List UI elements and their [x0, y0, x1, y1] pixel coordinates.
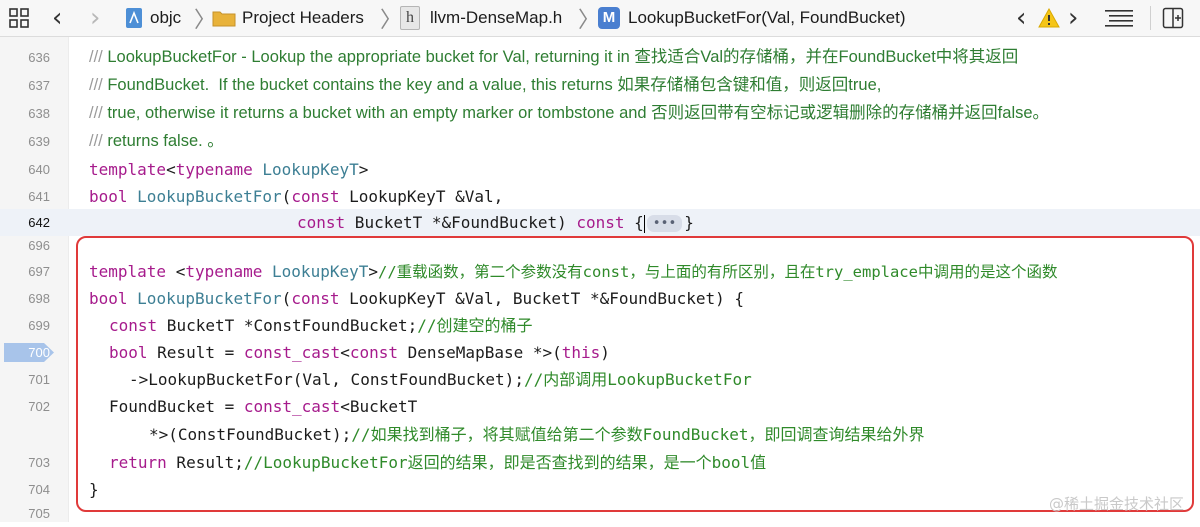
line-number: 697 — [28, 264, 50, 279]
line-number: 704 — [28, 482, 50, 497]
chevron-right-icon: 〉 — [194, 8, 217, 33]
line-number: 705 — [28, 506, 50, 521]
next-issue-icon[interactable]: › — [1068, 3, 1079, 33]
breadcrumb-group-label: Project Headers — [242, 8, 364, 27]
code-line[interactable]: 699 const BucketT *ConstFoundBucket;//创建… — [0, 312, 1200, 339]
line-number: 639 — [28, 134, 50, 149]
breadcrumb-project[interactable]: objc — [124, 0, 181, 36]
breadcrumb-method-label: LookupBucketFor(Val, FoundBucket) — [628, 8, 906, 27]
code-line[interactable]: 704 } — [0, 476, 1200, 503]
code-line[interactable]: 700 bool Result = const_cast<const Dense… — [0, 339, 1200, 366]
code-text: FoundBucket = const_cast<BucketT — [109, 397, 418, 416]
code-text: ->LookupBucketFor(Val, ConstFoundBucket)… — [129, 370, 752, 389]
line-number: 637 — [28, 78, 50, 93]
text-cursor — [643, 214, 645, 233]
current-code-line[interactable]: 642 const BucketT *&FoundBucket) const {… — [0, 209, 1200, 236]
code-text: return Result;//LookupBucketFor返回的结果，即是否… — [109, 453, 767, 472]
code-text: bool LookupBucketFor(const LookupKeyT &V… — [89, 289, 745, 308]
line-number: 700 — [28, 345, 50, 360]
code-text: template <typename LookupKeyT>//重载函数，第二个… — [89, 262, 1058, 281]
code-line[interactable]: 639 /// returns false. 。 — [0, 128, 1200, 155]
code-line[interactable]: 705 — [0, 500, 1200, 527]
doc-comment: /// LookupBucketFor - Lookup the appropr… — [89, 48, 1019, 66]
back-arrow-icon[interactable]: ‹ — [52, 3, 63, 33]
code-text: const BucketT *&FoundBucket) const {•••} — [297, 213, 694, 233]
folded-code-ellipsis[interactable]: ••• — [646, 215, 683, 232]
jump-bar: ‹ › objc 〉 Project Headers 〉 h llvm-Dens… — [0, 0, 1200, 37]
code-line[interactable]: 640 template<typename LookupKeyT> — [0, 156, 1200, 183]
code-line[interactable]: 636 /// LookupBucketFor - Lookup the app… — [0, 44, 1200, 71]
code-text: template<typename LookupKeyT> — [89, 160, 369, 179]
doc-comment: /// FoundBucket. If the bucket contains … — [89, 76, 882, 94]
code-text: bool Result = const_cast<const DenseMapB… — [109, 343, 610, 362]
warning-icon[interactable] — [1038, 0, 1060, 36]
line-number-gutter[interactable] — [0, 37, 69, 522]
watermark: @稀土掘金技术社区 — [1048, 495, 1184, 513]
breadcrumb-file[interactable]: h llvm-DenseMap.h — [400, 0, 562, 36]
code-line-wrapped[interactable]: *>(ConstFoundBucket);//如果找到桶子，将其赋值给第二个参数… — [0, 421, 1200, 448]
doc-comment: /// returns false. 。 — [89, 132, 224, 150]
line-number: 636 — [28, 50, 50, 65]
code-line[interactable]: 697 template <typename LookupKeyT>//重载函数… — [0, 258, 1200, 285]
code-line[interactable]: 703 return Result;//LookupBucketFor返回的结果… — [0, 449, 1200, 476]
header-file-icon: h — [400, 6, 420, 30]
breadcrumb-file-label: llvm-DenseMap.h — [430, 8, 563, 27]
code-line[interactable]: 701 ->LookupBucketFor(Val, ConstFoundBuc… — [0, 366, 1200, 393]
code-text: const BucketT *ConstFoundBucket;//创建空的桶子 — [109, 316, 533, 335]
add-editor-icon[interactable] — [1162, 0, 1184, 36]
line-number: 640 — [28, 162, 50, 177]
chevron-right-icon: 〉 — [380, 8, 403, 33]
line-number: 703 — [28, 455, 50, 470]
folder-icon — [212, 8, 236, 28]
breadcrumb-project-label: objc — [150, 8, 182, 27]
breakpoint-marker[interactable] — [4, 343, 54, 362]
code-text: *>(ConstFoundBucket);//如果找到桶子，将其赋值给第二个参数… — [149, 425, 925, 444]
line-number: 638 — [28, 106, 50, 121]
code-editor[interactable]: 636 /// LookupBucketFor - Lookup the app… — [0, 37, 1200, 522]
related-items-grid-icon[interactable] — [8, 0, 30, 36]
line-number: 699 — [28, 318, 50, 333]
breadcrumb-group[interactable]: Project Headers — [212, 0, 364, 36]
line-number: 702 — [28, 399, 50, 414]
forward-arrow-icon[interactable]: › — [90, 3, 101, 33]
code-line[interactable]: 702 FoundBucket = const_cast<BucketT — [0, 393, 1200, 420]
code-line[interactable]: 696 — [0, 232, 1200, 259]
code-text: } — [89, 480, 99, 499]
line-number: 696 — [28, 238, 50, 253]
doc-comment: /// true, otherwise it returns a bucket … — [89, 104, 1050, 122]
code-line[interactable]: 641 bool LookupBucketFor(const LookupKey… — [0, 183, 1200, 210]
code-line[interactable]: 698 bool LookupBucketFor(const LookupKey… — [0, 285, 1200, 312]
line-number: 701 — [28, 372, 50, 387]
line-number: 698 — [28, 291, 50, 306]
breadcrumb-method[interactable]: M LookupBucketFor(Val, FoundBucket) — [598, 0, 906, 36]
method-icon: M — [598, 7, 620, 29]
code-line[interactable]: 637 /// FoundBucket. If the bucket conta… — [0, 72, 1200, 99]
line-number: 642 — [28, 215, 50, 230]
toolbar-divider — [1150, 6, 1151, 30]
project-icon — [124, 7, 144, 29]
highlight-annotation-box — [76, 236, 1194, 512]
line-number: 641 — [28, 189, 50, 204]
code-text: bool LookupBucketFor(const LookupKeyT &V… — [89, 187, 504, 206]
code-line[interactable]: 638 /// true, otherwise it returns a buc… — [0, 100, 1200, 127]
editor-options-icon[interactable] — [1104, 0, 1134, 36]
previous-issue-icon[interactable]: ‹ — [1016, 3, 1027, 33]
chevron-right-icon: 〉 — [578, 8, 601, 33]
